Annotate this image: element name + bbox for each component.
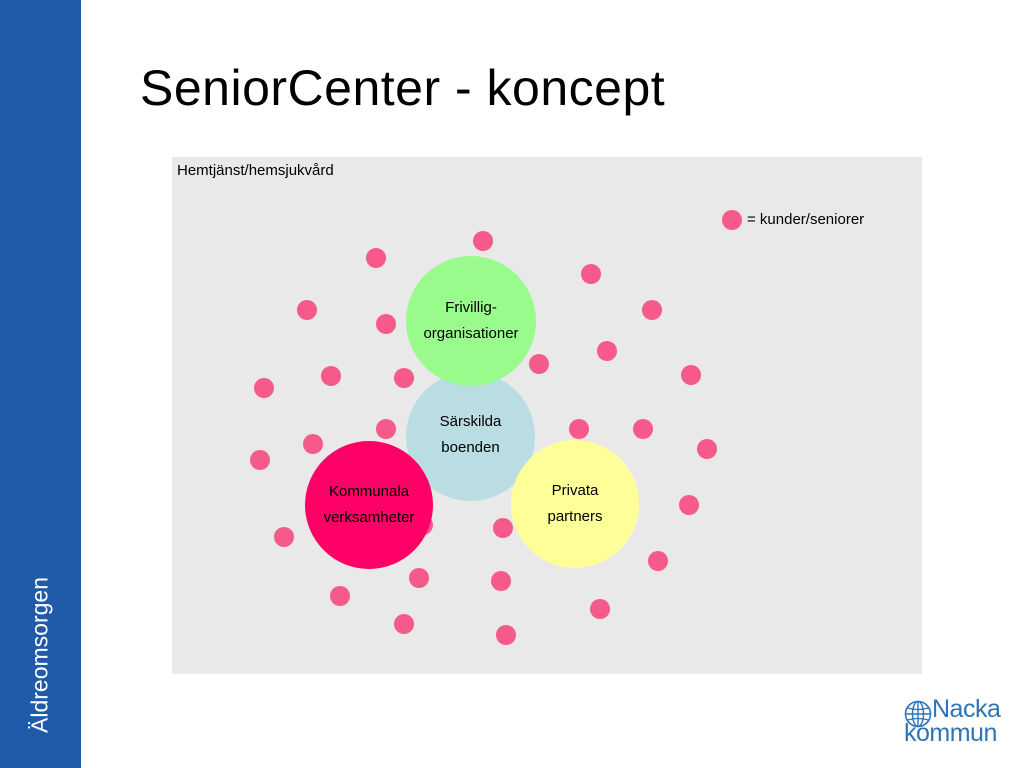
customer-dot xyxy=(493,518,513,538)
page-title: SeniorCenter - koncept xyxy=(140,60,666,116)
circle-kommunala-verksamheter: Kommunala verksamheter xyxy=(305,441,433,569)
customer-dot xyxy=(274,527,294,547)
customer-dot xyxy=(633,419,653,439)
customer-dot xyxy=(376,419,396,439)
customer-dot xyxy=(569,419,589,439)
globe-icon xyxy=(904,700,932,728)
customer-dot xyxy=(529,354,549,374)
customer-dot xyxy=(590,599,610,619)
customer-dot xyxy=(366,248,386,268)
customer-dot xyxy=(581,264,601,284)
customer-dot xyxy=(473,231,493,251)
customer-dot xyxy=(303,434,323,454)
circle-label-line: Särskilda xyxy=(439,412,502,430)
circle-label-line: partners xyxy=(547,508,603,525)
customer-dot xyxy=(496,625,516,645)
customer-dot xyxy=(642,300,662,320)
circle-frivillig-organisationer: Frivillig- organisationer xyxy=(406,256,536,386)
circle-label-line: boenden xyxy=(441,438,500,456)
panel-label: Hemtjänst/hemsjukvård xyxy=(177,162,334,179)
customer-dot xyxy=(491,571,511,591)
customer-dot xyxy=(697,439,717,459)
customer-dot xyxy=(250,450,270,470)
customer-dot xyxy=(679,495,699,515)
customer-dot xyxy=(681,365,701,385)
circle-label-line: organisationer xyxy=(423,325,519,342)
customer-dot xyxy=(330,586,350,606)
nacka-kommun-logo: Nacka kommun xyxy=(904,695,1008,747)
side-label: Äldreomsorgen xyxy=(26,577,53,733)
legend-dot xyxy=(722,210,742,230)
customer-dot xyxy=(297,300,317,320)
side-bar: Äldreomsorgen xyxy=(0,0,81,768)
customer-dot xyxy=(648,551,668,571)
customer-dot xyxy=(597,341,617,361)
circle-label-line: Privata xyxy=(551,482,599,499)
logo-text-nacka: Nacka xyxy=(932,695,1001,723)
circle-privata-partners: Privata partners xyxy=(511,440,639,568)
circle-label-line: Frivillig- xyxy=(445,299,497,316)
customer-dot xyxy=(321,366,341,386)
circle-label-line: Kommunala xyxy=(328,483,410,500)
customer-dot xyxy=(394,614,414,634)
customer-dot xyxy=(394,368,414,388)
customer-dot xyxy=(409,568,429,588)
circle-label-line: verksamheter xyxy=(323,509,415,526)
customer-dot xyxy=(254,378,274,398)
diagram-panel xyxy=(172,157,922,674)
customer-dot xyxy=(376,314,396,334)
logo-text-kommun: kommun xyxy=(904,719,997,747)
legend-text: = kunder/seniorer xyxy=(747,211,865,228)
